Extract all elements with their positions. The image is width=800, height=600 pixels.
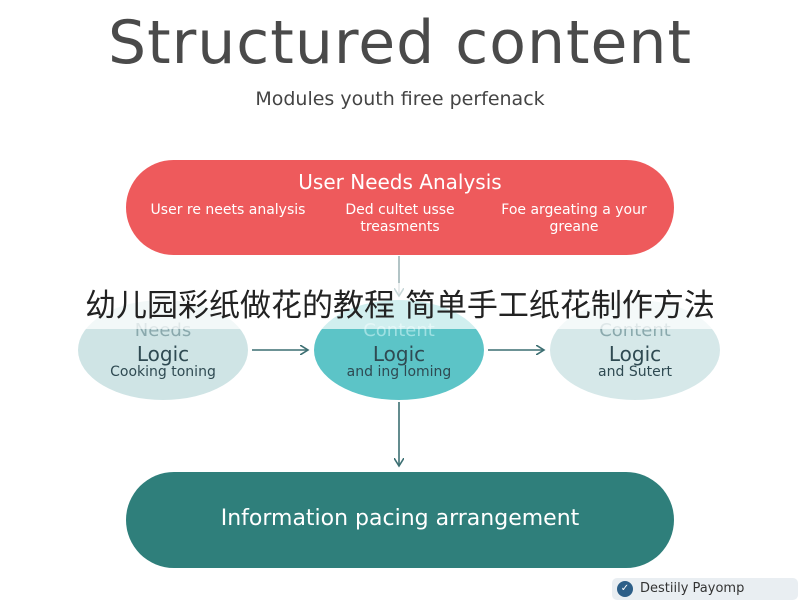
user-needs-analysis-box: User Needs Analysis User re neets analys… [126, 160, 674, 255]
watermark-badge: ✓ Destiily Payomp [612, 578, 798, 600]
check-badge-icon: ✓ [617, 581, 633, 597]
top-box-column-3: Foe argeating a your greane [501, 202, 647, 235]
top-box-column-2: Ded cultet usse treasments [345, 202, 455, 235]
caption-overlay-band [0, 283, 800, 329]
node-main: Logic [372, 342, 426, 366]
node-main: Logic [136, 342, 190, 366]
diagram-title: Structured content [108, 8, 692, 78]
top-box-heading: User Needs Analysis [298, 170, 502, 194]
node-desc: and ing loming [346, 364, 452, 380]
diagram-subtitle: Modules youth firee perfenack [255, 88, 545, 110]
bottom-box-text: Information pacing arrangement [220, 506, 580, 531]
node-desc: Cooking toning [110, 364, 216, 380]
caption-overlay-text: 幼儿园彩纸做花的教程 简单手工纸花制作方法 [85, 288, 715, 324]
watermark-text: Destiily Payomp [640, 581, 745, 596]
node-main: Logic [608, 342, 662, 366]
node-desc: and Sutert [598, 364, 672, 380]
information-arrangement-box: Information pacing arrangement [126, 472, 674, 568]
top-box-column-1: User re neets analysis [150, 202, 306, 218]
